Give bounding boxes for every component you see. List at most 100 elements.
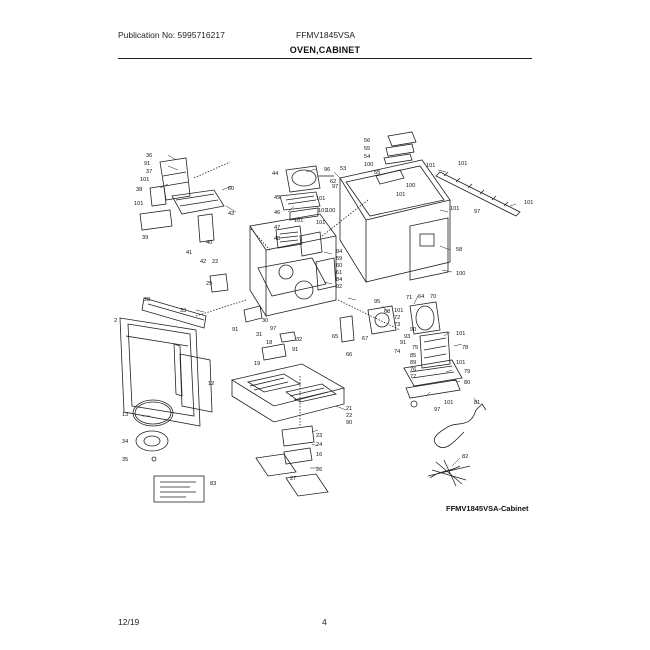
- callout: 61: [336, 270, 342, 276]
- callout: 45: [274, 195, 280, 201]
- header-rule: [118, 58, 532, 59]
- callout: 84: [336, 277, 342, 283]
- callout: 41: [186, 250, 192, 256]
- callout: 62: [330, 179, 336, 185]
- callout: 55: [364, 146, 370, 152]
- callout: 13: [122, 412, 128, 418]
- callout: 101: [456, 331, 465, 337]
- callout: 73: [394, 322, 400, 328]
- callout: 74: [394, 349, 400, 355]
- callout: 18: [266, 340, 272, 346]
- base-plate: [230, 343, 346, 423]
- callout: 79: [464, 369, 470, 375]
- callout: 91: [144, 161, 150, 167]
- callout: 32: [296, 337, 302, 343]
- callout: 77: [410, 374, 416, 380]
- cabinet-rail: [435, 171, 521, 217]
- grease-filters: [255, 425, 329, 497]
- callout: 101: [450, 206, 459, 212]
- callout: 56: [364, 138, 370, 144]
- model-number: FFMV1845VSA: [296, 30, 356, 40]
- callout: 16: [316, 452, 322, 458]
- literature-card: [153, 475, 205, 503]
- callout: 101: [394, 308, 403, 314]
- brackets: [195, 199, 401, 426]
- callout: 60: [336, 263, 342, 269]
- callout: 90: [410, 327, 416, 333]
- callout: 96: [324, 167, 330, 173]
- callout: 101: [316, 220, 325, 226]
- callout: 37: [146, 169, 152, 175]
- callout: 28: [144, 297, 150, 303]
- callout: 29: [206, 281, 212, 287]
- turntable: [132, 399, 174, 462]
- callout: 36: [146, 153, 152, 159]
- callout: 59: [336, 256, 342, 262]
- callout: 12: [208, 381, 214, 387]
- callout: 60: [228, 186, 234, 192]
- oven-cavity: [249, 213, 337, 318]
- footer-date: 12/19: [118, 617, 140, 627]
- callout: 43: [228, 211, 234, 217]
- callout: 27: [290, 476, 296, 482]
- callout: 75: [412, 345, 418, 351]
- callout: 92: [336, 284, 342, 290]
- callout: 46: [274, 210, 280, 216]
- callout: 34: [122, 439, 128, 445]
- callout: 70: [430, 294, 436, 300]
- callout: 95: [374, 299, 380, 305]
- section-title: OVEN,CABINET: [289, 45, 361, 55]
- callout: 91: [232, 327, 238, 333]
- callout: 82: [462, 454, 468, 460]
- callout: 31: [256, 332, 262, 338]
- callout: 94: [336, 249, 342, 255]
- callout: 58: [456, 247, 462, 253]
- callout: 21: [346, 406, 352, 412]
- callout: 101: [316, 196, 325, 202]
- callout: 97: [332, 184, 338, 190]
- callout: 2: [114, 318, 117, 324]
- callout: 81: [474, 400, 480, 406]
- callout: 80: [464, 380, 470, 386]
- callout: 53: [340, 166, 346, 172]
- callout: 97: [474, 209, 480, 215]
- callout: 101: [444, 400, 453, 406]
- callout: 48: [274, 236, 280, 242]
- callout: 101: [458, 161, 467, 167]
- callout: 67: [362, 336, 368, 342]
- callout: 23: [316, 433, 322, 439]
- callout: 68: [384, 309, 390, 315]
- page-number: 4: [322, 617, 327, 627]
- callout: 55: [374, 170, 380, 176]
- callout: 22: [346, 413, 352, 419]
- callout: 91: [400, 340, 406, 346]
- callout: 101: [524, 200, 533, 206]
- callout: 24: [316, 442, 322, 448]
- callout: 101: [396, 192, 405, 198]
- callout: 90: [346, 420, 352, 426]
- callout: 100: [456, 271, 465, 277]
- callout: 100: [326, 208, 335, 214]
- callout: 72: [394, 315, 400, 321]
- callout: 78: [462, 345, 468, 351]
- callout: 35: [122, 457, 128, 463]
- callout: 39: [142, 235, 148, 241]
- callout: 76: [410, 367, 416, 373]
- callout: 33: [180, 308, 186, 314]
- callout: 42: [200, 259, 206, 265]
- callout: 91: [292, 347, 298, 353]
- callout: 83: [210, 481, 216, 487]
- callout: 97: [270, 326, 276, 332]
- callout: 101: [134, 201, 143, 207]
- callout: 89: [410, 360, 416, 366]
- callout: 101: [456, 360, 465, 366]
- control-board-assembly: [139, 157, 231, 243]
- callout: 101: [318, 208, 327, 214]
- callout: 101: [426, 163, 435, 169]
- callout: 22: [212, 259, 218, 265]
- callout: 64: [418, 294, 424, 300]
- magnetron-assembly: [339, 301, 463, 408]
- callout: 101: [294, 218, 303, 224]
- callout: 47: [274, 225, 280, 231]
- callout: 100: [364, 162, 373, 168]
